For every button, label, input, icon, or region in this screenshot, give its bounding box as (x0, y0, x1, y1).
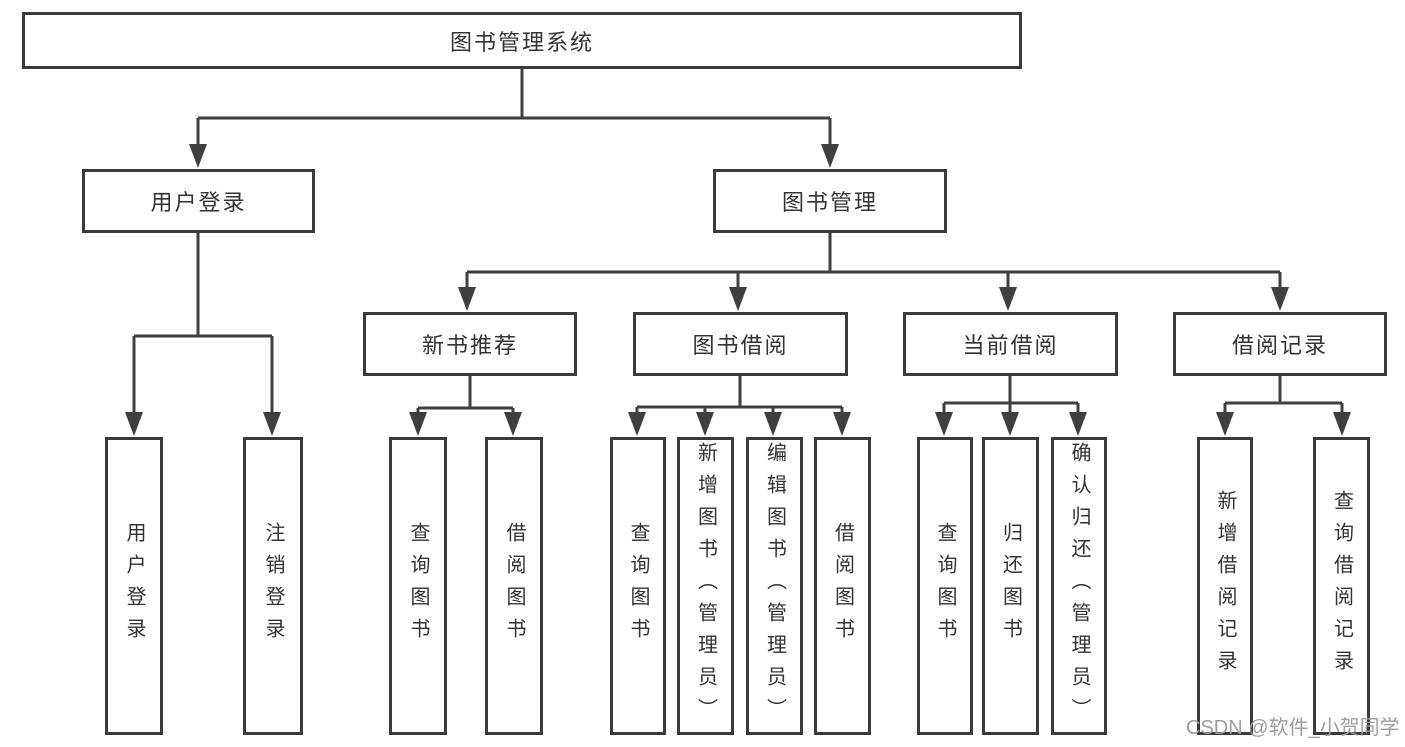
node-leaf-return-books: 归还图书 (982, 437, 1039, 735)
node-label: 查询图书 (934, 522, 956, 650)
node-leaf-confirm-return-admin: 确认归还（管理员） (1051, 437, 1107, 735)
node-book-management: 图书管理 (713, 169, 947, 233)
node-label: 图书借阅 (692, 333, 789, 358)
node-label: 图书管理 (781, 190, 878, 215)
node-leaf-borrow-books-2: 借阅图书 (814, 437, 871, 735)
node-leaf-query-borrow-record: 查询借阅记录 (1313, 437, 1370, 735)
node-label: 确认归还（管理员） (1068, 442, 1090, 730)
node-label: 编辑图书（管理员） (763, 442, 786, 730)
node-label: 查询图书 (627, 522, 649, 650)
node-label: 新书推荐 (421, 333, 518, 358)
node-label: 当前借阅 (962, 333, 1059, 358)
node-label: 归还图书 (999, 522, 1022, 650)
node-leaf-add-books-admin: 新增图书（管理员） (677, 437, 734, 735)
node-label: 借阅图书 (831, 522, 854, 650)
node-label: 用户登录 (123, 522, 145, 650)
node-label: 查询借阅记录 (1330, 490, 1353, 682)
node-label: 新增图书（管理员） (694, 442, 717, 730)
node-leaf-query-books-1: 查询图书 (389, 437, 447, 735)
node-borrowing-records: 借阅记录 (1173, 312, 1387, 376)
node-book-borrowing: 图书借阅 (633, 312, 848, 376)
node-current-borrowing: 当前借阅 (903, 312, 1118, 376)
node-label: 借阅记录 (1231, 333, 1328, 358)
node-label: 注销登录 (262, 522, 284, 650)
node-label: 图书管理系统 (449, 29, 594, 55)
node-leaf-user-login: 用户登录 (105, 437, 163, 735)
node-leaf-borrow-books-1: 借阅图书 (485, 437, 543, 735)
node-leaf-logout: 注销登录 (243, 437, 303, 735)
node-label: 新增借阅记录 (1214, 490, 1236, 682)
node-label: 查询图书 (407, 522, 429, 650)
node-library-management-system: 图书管理系统 (22, 12, 1022, 69)
node-leaf-query-books-2: 查询图书 (610, 437, 666, 735)
node-user-login: 用户登录 (82, 169, 315, 233)
watermark: CSDN @软件_小贺同学 (1186, 717, 1400, 739)
node-new-book-recommendation: 新书推荐 (363, 312, 577, 376)
node-label: 用户登录 (150, 190, 247, 215)
node-label: 借阅图书 (503, 522, 525, 650)
node-leaf-add-borrow-record: 新增借阅记录 (1197, 437, 1253, 735)
node-leaf-query-books-3: 查询图书 (917, 437, 973, 735)
node-leaf-edit-books-admin: 编辑图书（管理员） (746, 437, 803, 735)
